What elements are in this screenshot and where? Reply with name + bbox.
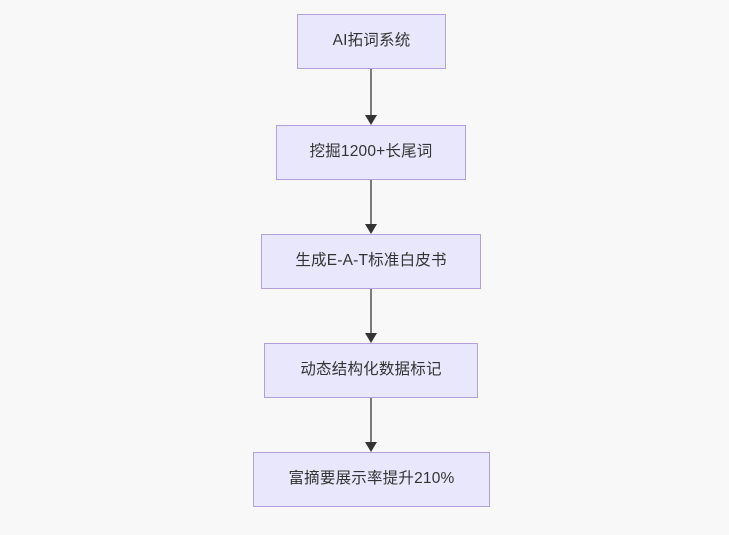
flowchart-node-ai-keyword-system[interactable]: AI拓词系统	[297, 14, 446, 69]
flowchart-edge-n2-to-n3	[362, 289, 380, 343]
flowchart-node-generate-eat-whitepaper[interactable]: 生成E-A-T标准白皮书	[261, 234, 481, 289]
node-label: 动态结构化数据标记	[300, 361, 442, 379]
edge-line	[370, 180, 372, 224]
edge-line	[370, 398, 372, 442]
node-label: 生成E-A-T标准白皮书	[295, 252, 447, 270]
flowchart-node-rich-snippet-impression-uplift[interactable]: 富摘要展示率提升210%	[253, 452, 490, 507]
flowchart-node-dynamic-structured-data-markup[interactable]: 动态结构化数据标记	[264, 343, 478, 398]
arrowhead-down-icon	[365, 224, 377, 234]
node-label: 富摘要展示率提升210%	[288, 470, 455, 488]
arrowhead-down-icon	[365, 442, 377, 452]
node-label: AI拓词系统	[332, 32, 411, 50]
flowchart-node-mine-longtail-keywords[interactable]: 挖掘1200+长尾词	[276, 125, 466, 180]
edge-line	[370, 69, 372, 115]
node-label: 挖掘1200+长尾词	[309, 143, 433, 161]
flowchart-edge-n1-to-n2	[362, 180, 380, 234]
flowchart-edge-n3-to-n4	[362, 398, 380, 452]
arrowhead-down-icon	[365, 115, 377, 125]
edge-line	[370, 289, 372, 333]
flowchart-edge-n0-to-n1	[362, 69, 380, 125]
arrowhead-down-icon	[365, 333, 377, 343]
